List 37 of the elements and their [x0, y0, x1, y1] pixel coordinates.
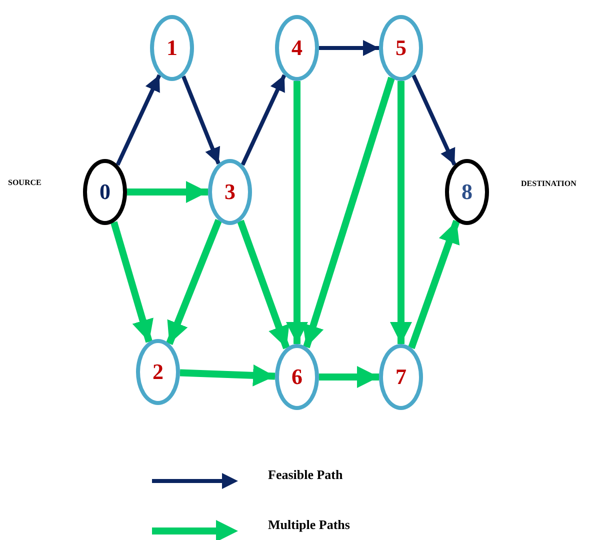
- arrow: [390, 81, 412, 344]
- node-ellipse: [379, 15, 423, 81]
- arrow: [110, 221, 154, 343]
- end-label: SOURCE: [8, 178, 42, 187]
- node-ellipse: [275, 15, 319, 81]
- arrow: [182, 76, 220, 164]
- arrow: [412, 74, 456, 166]
- node-number: 6: [292, 364, 302, 390]
- arrow: [237, 220, 290, 350]
- arrow: [319, 366, 379, 388]
- node-ellipse: [83, 159, 127, 225]
- arrow: [302, 76, 395, 348]
- node-number: 1: [166, 35, 178, 61]
- node-ellipse: [379, 344, 423, 410]
- node-number: 2: [152, 359, 164, 385]
- node-ellipse: [150, 15, 194, 81]
- end-label: DESTINATION: [521, 179, 576, 188]
- node-number: 5: [396, 35, 406, 61]
- arrow: [240, 74, 286, 166]
- node-number: 0: [100, 179, 110, 205]
- node-number: 8: [462, 179, 472, 205]
- arrow: [127, 181, 208, 203]
- node-number: 3: [224, 179, 236, 205]
- legend-label: Feasible Path: [268, 467, 343, 483]
- node-ellipse: [208, 159, 252, 225]
- arrow: [116, 74, 162, 166]
- node-ellipse: [445, 159, 489, 225]
- arrow: [319, 40, 379, 56]
- legend-label: Multiple Paths: [268, 517, 350, 533]
- node-ellipse: [275, 344, 319, 410]
- node-number: 7: [396, 364, 406, 390]
- node-number: 4: [292, 35, 302, 61]
- node-ellipse: [136, 339, 180, 405]
- arrow: [286, 81, 308, 344]
- arrow: [166, 219, 222, 345]
- arrow: [408, 220, 460, 350]
- arrow: [180, 364, 276, 386]
